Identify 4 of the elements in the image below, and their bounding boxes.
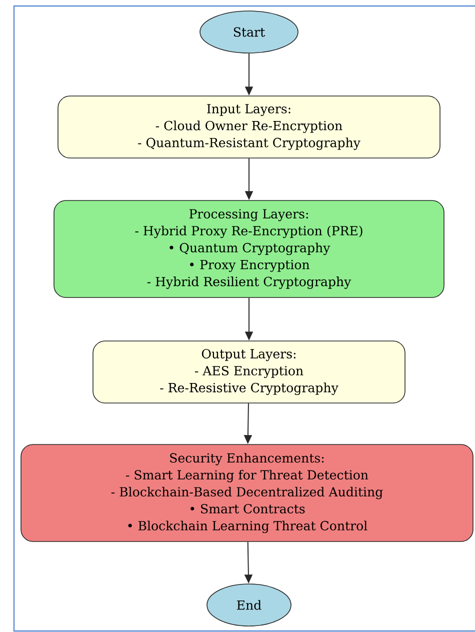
process-box: Input Layers: - Cloud Owner Re-Encryption - Quantum-Resistant Cryptography [58,96,440,158]
process-box: Output Layers: - AES Encryption - Re-Resistive Cryptography [92,340,406,404]
process-box: Security Enhancements: - Smart Learning for Threat Detection - Blockchain-Based Decentralized Auditing • Smart Contracts • Blockchain Learning Threat Control [20,444,474,542]
process-box: Processing Layers: - Hybrid Proxy Re-Encryption (PRE) • Quantum Cryptography • Proxy Encryption - Hybrid Resilient Cryptography [54,200,444,298]
